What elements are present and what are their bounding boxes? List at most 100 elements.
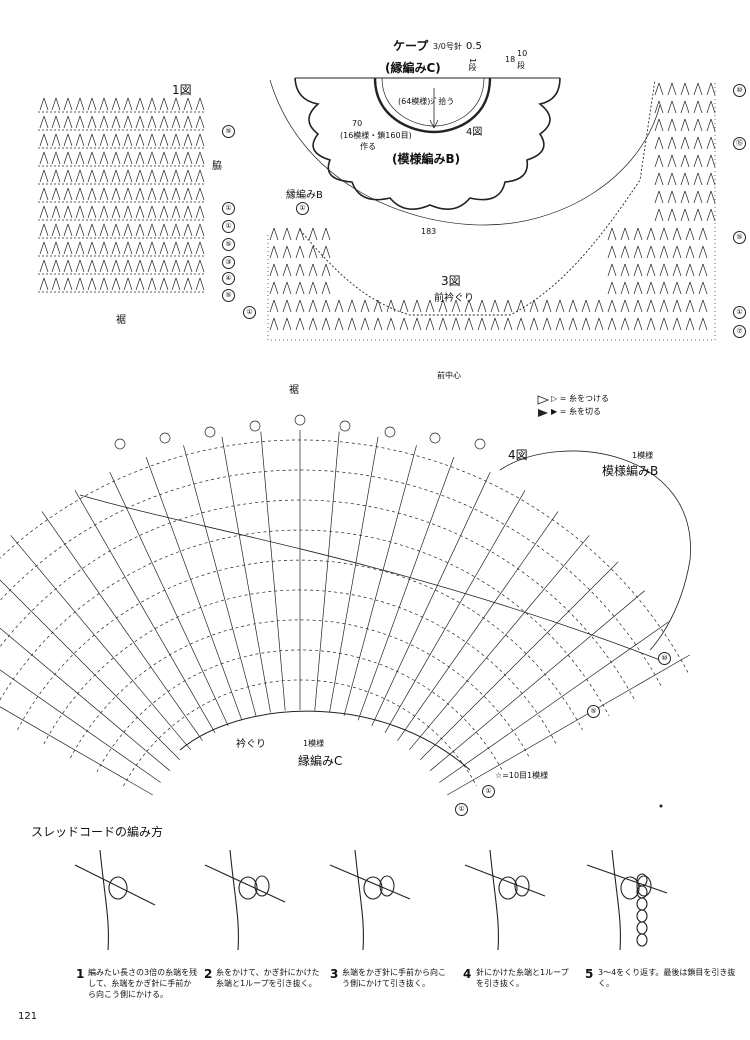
fig3-row-mark: ⑮ bbox=[733, 137, 746, 150]
stitch-mark bbox=[63, 115, 73, 129]
thread-cord-step-text: 針にかけた糸端と1ループを引き抜く。 bbox=[476, 968, 569, 988]
stitch-mark bbox=[425, 317, 435, 331]
stitch-mark bbox=[706, 172, 716, 186]
stitch-mark bbox=[633, 227, 643, 241]
stitch-mark bbox=[490, 317, 500, 331]
stitch-mark bbox=[667, 136, 677, 150]
yarn-loop bbox=[379, 875, 395, 897]
stitch-mark bbox=[147, 259, 157, 273]
stitch-mark bbox=[51, 187, 61, 201]
stitch-mark bbox=[195, 205, 205, 219]
stitch-mark bbox=[171, 259, 181, 273]
crochet-hook-shaft bbox=[586, 864, 668, 894]
stitch-mark bbox=[123, 277, 133, 291]
stitch-mark bbox=[620, 281, 630, 295]
stitch-mark bbox=[438, 317, 448, 331]
stitch-mark bbox=[87, 169, 97, 183]
stitch-mark bbox=[698, 227, 708, 241]
stitch-mark bbox=[195, 169, 205, 183]
fan-round-arc bbox=[96, 649, 504, 773]
fan-stitch-line bbox=[0, 627, 171, 771]
stitch-mark bbox=[63, 151, 73, 165]
stitch-mark bbox=[667, 190, 677, 204]
fig3-subtitle: 前衿ぐり bbox=[434, 293, 474, 304]
fan-stitch-line bbox=[183, 445, 257, 716]
fig4-edge-c-label: 縁編みC bbox=[298, 754, 343, 768]
stitch-mark bbox=[672, 317, 682, 331]
fan-round-arc bbox=[123, 679, 477, 787]
stitch-mark bbox=[195, 259, 205, 273]
stitch-mark bbox=[654, 172, 664, 186]
stitch-mark bbox=[51, 277, 61, 291]
stitch-mark bbox=[51, 97, 61, 111]
stitch-mark bbox=[147, 115, 157, 129]
stitch-mark bbox=[646, 299, 656, 313]
stitch-mark bbox=[75, 223, 85, 237]
stitch-mark bbox=[183, 241, 193, 255]
stitch-mark bbox=[308, 317, 318, 331]
stitch-mark bbox=[685, 263, 695, 277]
stitch-mark bbox=[412, 299, 422, 313]
yarn-loop bbox=[254, 875, 270, 897]
stitch-mark bbox=[123, 241, 133, 255]
stitch-mark bbox=[171, 241, 181, 255]
crochet-hook-shaft bbox=[329, 864, 411, 900]
fig1-row-mark: ③ bbox=[222, 256, 235, 269]
stitch-mark bbox=[171, 115, 181, 129]
stitch-mark bbox=[39, 205, 49, 219]
fan-round-arc bbox=[0, 499, 636, 702]
stitch-mark bbox=[87, 115, 97, 129]
stitch-mark bbox=[75, 169, 85, 183]
fig3-row-mark: ① bbox=[296, 202, 309, 215]
fan-stitch-line bbox=[109, 472, 229, 727]
fig3-row-mark: ⑩ bbox=[733, 84, 746, 97]
stitch-mark bbox=[159, 259, 169, 273]
stitch-mark bbox=[51, 133, 61, 147]
stitch-mark bbox=[87, 223, 97, 237]
fan-stitch-line bbox=[0, 706, 153, 796]
yarn-loop bbox=[514, 875, 530, 897]
stitch-mark bbox=[99, 187, 109, 201]
stitch-mark bbox=[123, 115, 133, 129]
stitch-mark bbox=[159, 241, 169, 255]
stitch-mark bbox=[654, 118, 664, 132]
chain-link bbox=[636, 921, 648, 935]
stitch-mark bbox=[75, 205, 85, 219]
stitch-mark bbox=[347, 317, 357, 331]
stitch-mark bbox=[321, 227, 331, 241]
stitch-mark bbox=[99, 241, 109, 255]
fig4-row-mark: ① bbox=[482, 785, 495, 798]
stitch-mark bbox=[399, 299, 409, 313]
yarn-loop bbox=[363, 876, 383, 900]
stitch-mark bbox=[135, 187, 145, 201]
stitch-mark bbox=[503, 299, 513, 313]
stitch-mark bbox=[282, 281, 292, 295]
stitch-mark bbox=[111, 259, 121, 273]
stitch-mark bbox=[269, 263, 279, 277]
cape-make-note: (16模様・鎖160目) bbox=[340, 131, 412, 140]
stitch-mark bbox=[195, 223, 205, 237]
stitch-mark bbox=[147, 187, 157, 201]
stitch-mark bbox=[620, 317, 630, 331]
stitch-mark bbox=[99, 223, 109, 237]
stitch-mark bbox=[87, 151, 97, 165]
stitch-mark bbox=[147, 151, 157, 165]
stitch-mark bbox=[594, 299, 604, 313]
stitch-mark bbox=[75, 277, 85, 291]
stitch-mark bbox=[147, 205, 157, 219]
stitch-mark bbox=[464, 299, 474, 313]
chain-link bbox=[636, 933, 648, 947]
thread-cord-step-number: 4 bbox=[463, 967, 472, 981]
stitch-mark bbox=[63, 169, 73, 183]
yarn-strand bbox=[611, 849, 621, 951]
stitch-mark bbox=[147, 133, 157, 147]
stitch-mark bbox=[672, 299, 682, 313]
fig1-row-mark: ⑤ bbox=[222, 125, 235, 138]
stitch-mark bbox=[171, 187, 181, 201]
cape-dim-dan: 段 bbox=[517, 61, 525, 70]
stitch-mark bbox=[87, 205, 97, 219]
stitch-mark bbox=[451, 299, 461, 313]
stitch-mark bbox=[135, 169, 145, 183]
stitch-mark bbox=[75, 151, 85, 165]
stitch-mark bbox=[135, 115, 145, 129]
